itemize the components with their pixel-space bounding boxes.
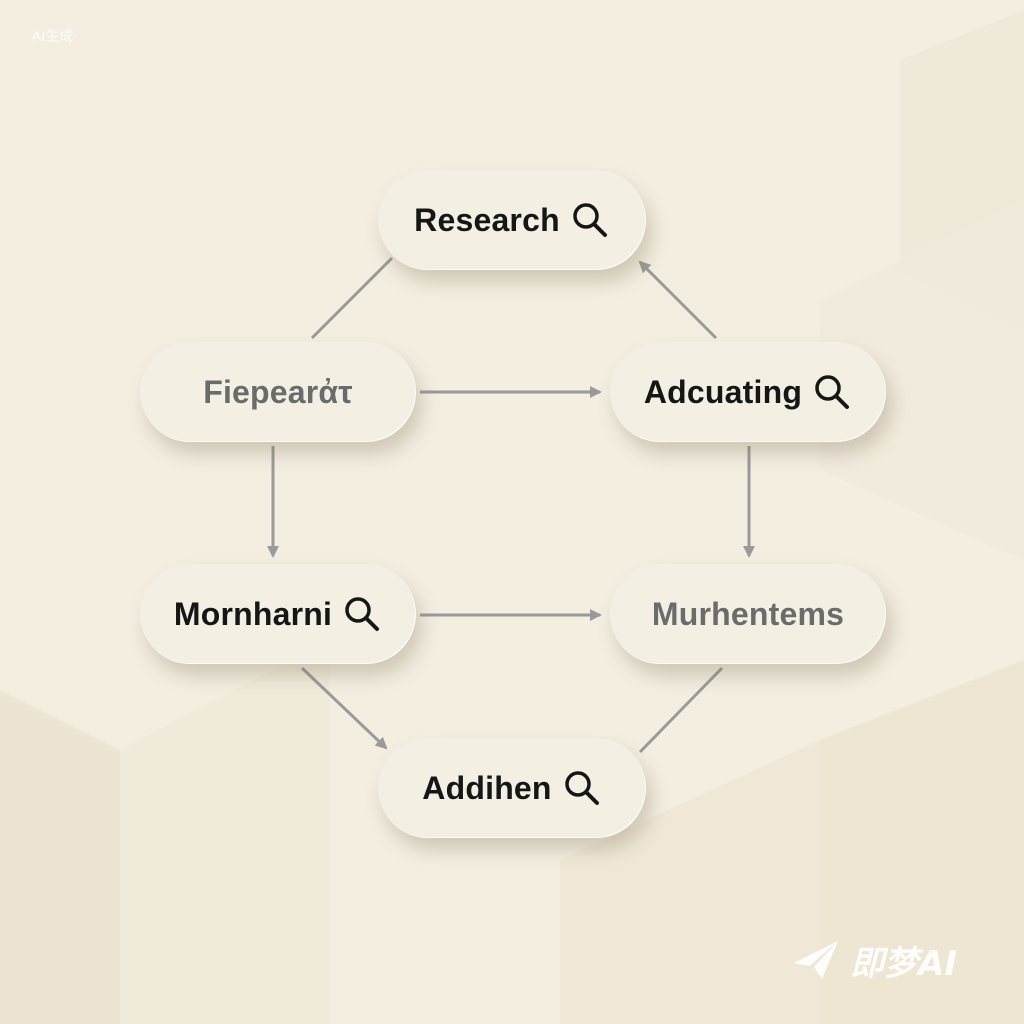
watermark-logo-text: 即梦AI	[850, 944, 957, 984]
edge-fiepearat-to-research	[310, 256, 394, 340]
search-icon	[345, 597, 380, 631]
paper-plane-icon	[794, 940, 838, 979]
node-mornharni[interactable]: Mornharni	[140, 564, 416, 664]
search-icon	[564, 771, 599, 805]
node-fiepearat[interactable]: Fiepearἀτ	[140, 342, 416, 442]
node-label: Mornharni	[173, 595, 333, 632]
node-murhentems[interactable]: Murhentems	[610, 564, 886, 664]
node-research[interactable]: Research	[378, 170, 646, 270]
watermark-top-text: AI生成	[32, 28, 74, 44]
node-label: Research	[414, 201, 560, 238]
node-label: Fiepearἀτ	[203, 373, 353, 410]
edge-adcuating-to-research	[638, 260, 718, 340]
edge-mornharni-to-addihen	[300, 666, 388, 750]
search-icon	[815, 375, 850, 409]
node-label: Adcuating	[643, 373, 803, 410]
watermark-logo: 即梦AI	[792, 936, 957, 985]
node-addihen[interactable]: Addihen	[378, 738, 646, 838]
node-adcuating[interactable]: Adcuating	[610, 342, 886, 442]
node-label: Murhentems	[651, 595, 845, 632]
edge-murhentems-to-addihen	[638, 666, 724, 754]
search-icon	[573, 203, 607, 237]
node-label: Addihen	[422, 769, 552, 806]
